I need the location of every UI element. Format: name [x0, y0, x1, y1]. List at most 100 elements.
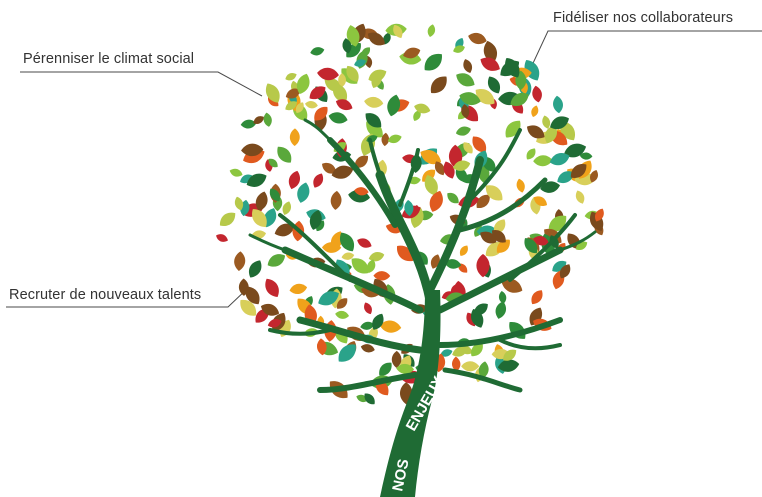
leaf [297, 182, 310, 203]
leaf [263, 208, 277, 228]
leaf [277, 146, 292, 163]
leaf [321, 242, 342, 253]
leaf [553, 95, 563, 114]
leaf [393, 24, 403, 39]
leaf [485, 185, 503, 201]
leaf [338, 73, 347, 88]
leaf [532, 85, 542, 103]
leaf [542, 115, 551, 129]
leaf [487, 76, 501, 94]
leaf [575, 190, 585, 204]
leaf [396, 363, 415, 374]
leaf [549, 152, 570, 166]
leaf [368, 69, 387, 82]
leaf [234, 251, 246, 271]
trunk-label-nos: NOS [389, 457, 412, 492]
leaf [309, 86, 326, 100]
leaf [473, 303, 488, 316]
leaf [430, 76, 447, 94]
leaf [332, 83, 348, 103]
leaf [443, 161, 455, 179]
leaf [461, 104, 470, 119]
leaf [383, 32, 391, 45]
leaf [387, 94, 401, 117]
leaf [461, 361, 480, 372]
leaf [240, 299, 257, 316]
leaf [336, 298, 348, 309]
leaf [424, 53, 442, 71]
leaf [246, 173, 267, 187]
leaf [413, 110, 421, 121]
leaf [263, 112, 272, 127]
leaf [364, 393, 375, 405]
leaf [274, 223, 295, 237]
leaf [310, 47, 325, 56]
leaf [285, 88, 301, 99]
leaf [459, 92, 481, 106]
callout-perenniser-climat-social: Pérenniser le climat social [23, 51, 195, 67]
leaf [452, 160, 471, 171]
leaf [238, 278, 249, 296]
callout-recruter-talents: Recruter de nouveaux talents [9, 287, 202, 303]
leaf [240, 119, 257, 129]
leaf [285, 73, 297, 81]
leaf [420, 150, 442, 165]
leaf [559, 264, 571, 279]
leaf [289, 283, 308, 295]
leaf [570, 164, 587, 178]
leader-line-recruter [6, 287, 249, 308]
leaf [429, 190, 443, 212]
leaf [267, 319, 282, 328]
leaf [496, 239, 510, 253]
leaf [475, 89, 495, 105]
leaf [372, 313, 384, 330]
leaf [216, 234, 228, 242]
leaf [331, 165, 354, 179]
leaf [471, 343, 483, 357]
leaf [267, 254, 286, 267]
leaf [296, 73, 310, 95]
leaf [463, 142, 473, 154]
leaf [424, 175, 438, 196]
leaf [234, 196, 244, 211]
leaf [579, 152, 593, 160]
leaf [531, 290, 543, 305]
leaf [322, 162, 337, 174]
leaf [289, 128, 300, 146]
leaf [545, 125, 558, 144]
leaf [255, 191, 268, 212]
leaf [367, 259, 376, 273]
leaf [248, 260, 262, 278]
leaf [360, 321, 375, 330]
leaf [476, 194, 490, 209]
leaf [453, 45, 465, 53]
leaf [360, 344, 375, 353]
leaf [318, 291, 339, 306]
leaf [253, 116, 264, 125]
leader-line-perenniser [20, 71, 263, 97]
leaf [365, 113, 382, 128]
leaf [497, 359, 520, 372]
leaf [472, 136, 487, 153]
leaf [444, 259, 462, 269]
leaf [563, 143, 587, 158]
leaf [533, 196, 548, 207]
leaf [364, 96, 384, 108]
leaf [268, 158, 278, 168]
leaf [328, 112, 348, 124]
leaf [317, 338, 327, 356]
leaf [313, 173, 324, 188]
leaf [241, 143, 264, 157]
leaf [498, 291, 507, 304]
leaf [594, 208, 604, 222]
tree-branches [248, 118, 597, 393]
leaf [381, 132, 390, 147]
leaf [341, 252, 355, 260]
leaf [335, 99, 353, 111]
leaf [361, 47, 371, 57]
leaf [510, 92, 529, 107]
leaf [590, 169, 598, 183]
leaf [478, 361, 489, 379]
leaf [403, 47, 421, 59]
leaf [468, 32, 487, 45]
